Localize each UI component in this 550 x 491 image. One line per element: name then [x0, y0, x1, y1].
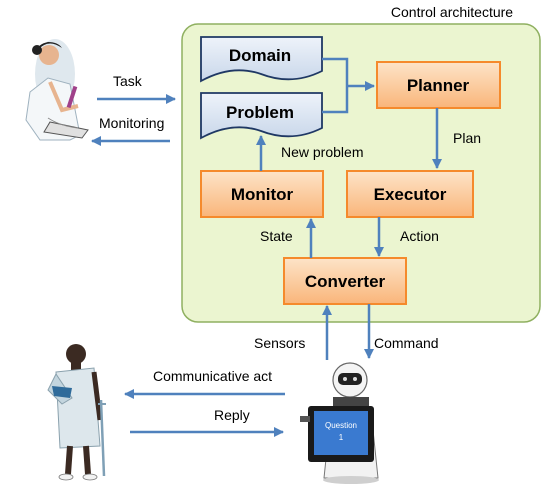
command-label: Command	[374, 335, 439, 351]
action-label: Action	[400, 228, 439, 244]
problem-label: Problem	[226, 103, 294, 122]
executor-label: Executor	[374, 185, 447, 204]
plan-label: Plan	[453, 130, 481, 146]
tablet-question-text: Question	[325, 421, 357, 430]
converter-box: Converter	[283, 257, 407, 305]
monitor-label: Monitor	[231, 185, 294, 204]
problem-box: Problem	[200, 92, 323, 140]
monitoring-label: Monitoring	[99, 115, 164, 131]
planner-box: Planner	[376, 61, 501, 109]
panel-title: Control architecture	[391, 4, 513, 20]
new-problem-label: New problem	[281, 144, 363, 160]
planner-label: Planner	[407, 76, 470, 95]
monitor-box: Monitor	[200, 170, 324, 218]
converter-label: Converter	[305, 272, 386, 291]
state-label: State	[260, 228, 293, 244]
sensors-label: Sensors	[254, 335, 305, 351]
domain-to-planner-line	[322, 57, 349, 86]
reply-label: Reply	[214, 407, 250, 423]
domain-label: Domain	[229, 46, 291, 65]
problem-to-planner-line	[322, 86, 349, 114]
executor-box: Executor	[346, 170, 474, 218]
robot-illustration: Question 1	[300, 362, 379, 484]
tablet-number-text: 1	[339, 433, 344, 442]
domain-box: Domain	[200, 36, 323, 83]
communicative-act-label: Communicative act	[153, 368, 272, 384]
task-label: Task	[113, 73, 143, 89]
patient-illustration	[47, 344, 106, 481]
doctor-illustration	[25, 39, 89, 141]
